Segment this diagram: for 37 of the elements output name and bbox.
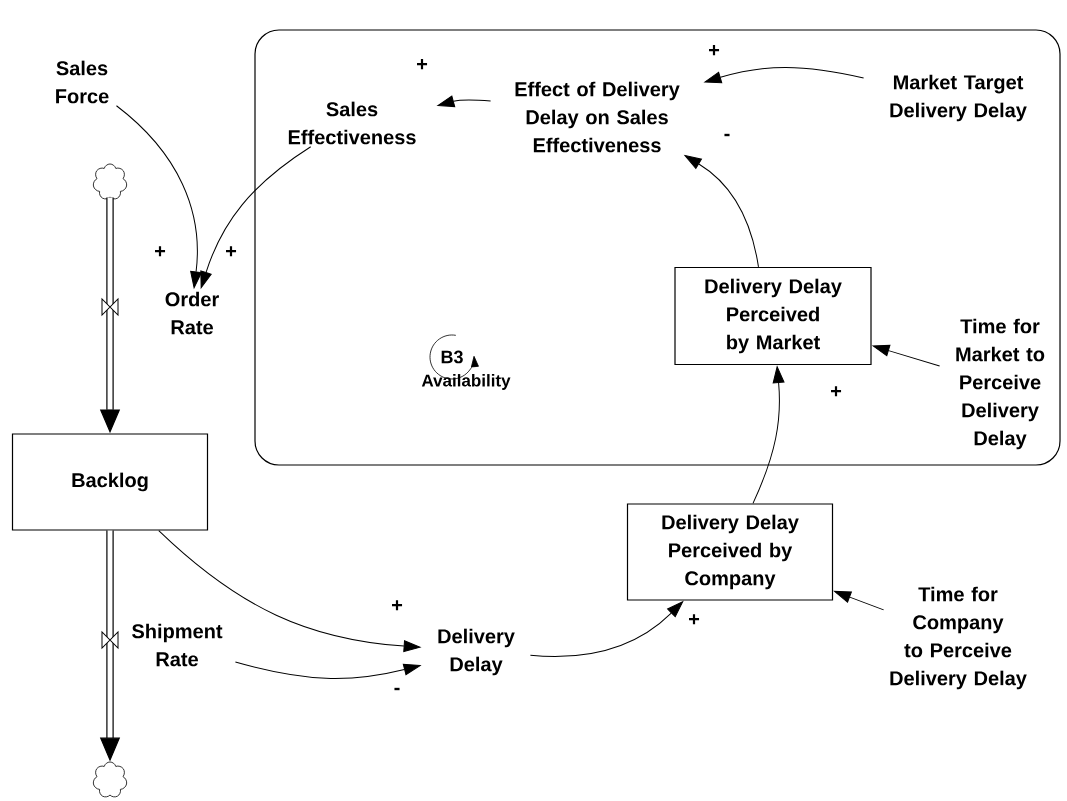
loop-label: B3 <box>441 350 463 364</box>
variable-label: Shipment Rate <box>132 623 223 667</box>
polarity-sign: + <box>226 246 237 257</box>
causal-arrow <box>234 661 421 679</box>
variable-label: Order Rate <box>165 291 219 335</box>
variable-label: Delivery Delay <box>438 628 515 676</box>
variable-label: Time for Company to Perceive Delivery Delay <box>890 586 1027 690</box>
loop-name: Availability <box>421 374 511 390</box>
polarity-sign: + <box>392 600 403 611</box>
cloud-symbol <box>92 163 128 200</box>
stock-box: Delivery Delay Perceived by Company <box>626 503 834 601</box>
polarity-sign: + <box>417 59 428 70</box>
causal-arrow <box>684 155 759 268</box>
rounded-panel <box>254 29 1061 466</box>
causal-arrow <box>529 601 684 657</box>
causal-arrow <box>158 530 421 653</box>
cloud-symbol <box>92 761 128 798</box>
stock-box: Backlog <box>11 433 209 531</box>
causal-arrow <box>834 590 885 611</box>
variable-label: Sales Effectiveness <box>288 101 416 145</box>
polarity-sign: + <box>155 246 166 257</box>
causal-arrow <box>704 66 865 84</box>
variable-label: Time for Market to Perceive Delivery Delay <box>956 318 1045 450</box>
variable-label: Market Target Delivery Delay <box>890 74 1027 122</box>
causal-arrow <box>116 105 202 289</box>
variable-label: Sales Force <box>56 60 109 104</box>
causal-arrow <box>752 366 785 504</box>
polarity-sign: - <box>394 687 400 691</box>
polarity-sign: + <box>831 386 842 397</box>
causal-arrow <box>200 146 312 289</box>
polarity-sign: - <box>724 133 730 137</box>
variable-label: Effect of Delivery Delay on Sales Effectiveness <box>515 81 680 153</box>
polarity-sign: + <box>709 45 720 56</box>
causal-arrow <box>437 95 492 108</box>
stock-box: Delivery Delay Perceived by Market <box>674 266 872 366</box>
causal-arrow <box>872 344 941 367</box>
polarity-sign: + <box>689 614 700 625</box>
